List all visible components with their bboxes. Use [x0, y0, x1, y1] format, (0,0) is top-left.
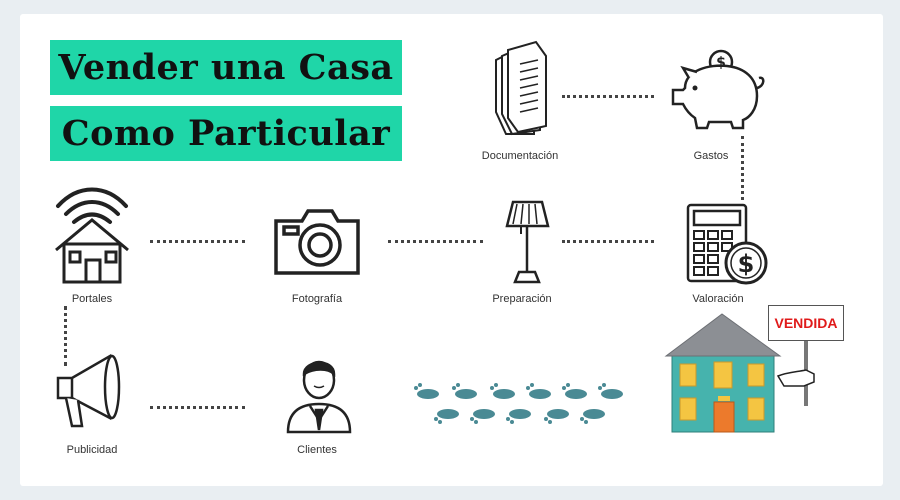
house-wifi-icon: [52, 182, 132, 287]
label-documentacion: Documentación: [460, 150, 580, 162]
label-valoracion: Valoración: [658, 293, 778, 305]
title-line-1: Vender una Casa: [50, 40, 402, 95]
footprints-icon: [410, 380, 630, 430]
connector-portales-fotografia: [150, 240, 245, 243]
connector-fotografia-preparacion: [388, 240, 483, 243]
label-publicidad: Publicidad: [32, 444, 152, 456]
label-clientes: Clientes: [257, 444, 377, 456]
documents-icon: [490, 42, 550, 137]
label-portales: Portales: [32, 293, 152, 305]
camera-icon: [272, 205, 362, 277]
label-preparacion: Preparación: [462, 293, 582, 305]
businessman-icon: [284, 354, 354, 434]
floor-lamp-icon: [505, 200, 550, 285]
svg-text:$: $: [738, 250, 755, 278]
svg-text:$: $: [716, 55, 726, 71]
megaphone-icon: [54, 350, 124, 430]
connector-publicidad-clientes: [150, 406, 245, 409]
connector-documentacion-gastos: [562, 95, 654, 98]
label-gastos: Gastos: [651, 150, 771, 162]
title-line-2: Como Particular: [50, 106, 402, 161]
vendida-sign: VENDIDA: [768, 305, 844, 341]
calculator-dollar-icon: $: [686, 203, 771, 288]
connector-gastos-valoracion: [741, 136, 744, 200]
piggy-bank-icon: $: [665, 48, 770, 133]
connector-preparacion-valoracion: [562, 240, 654, 243]
label-fotografia: Fotografía: [257, 293, 377, 305]
